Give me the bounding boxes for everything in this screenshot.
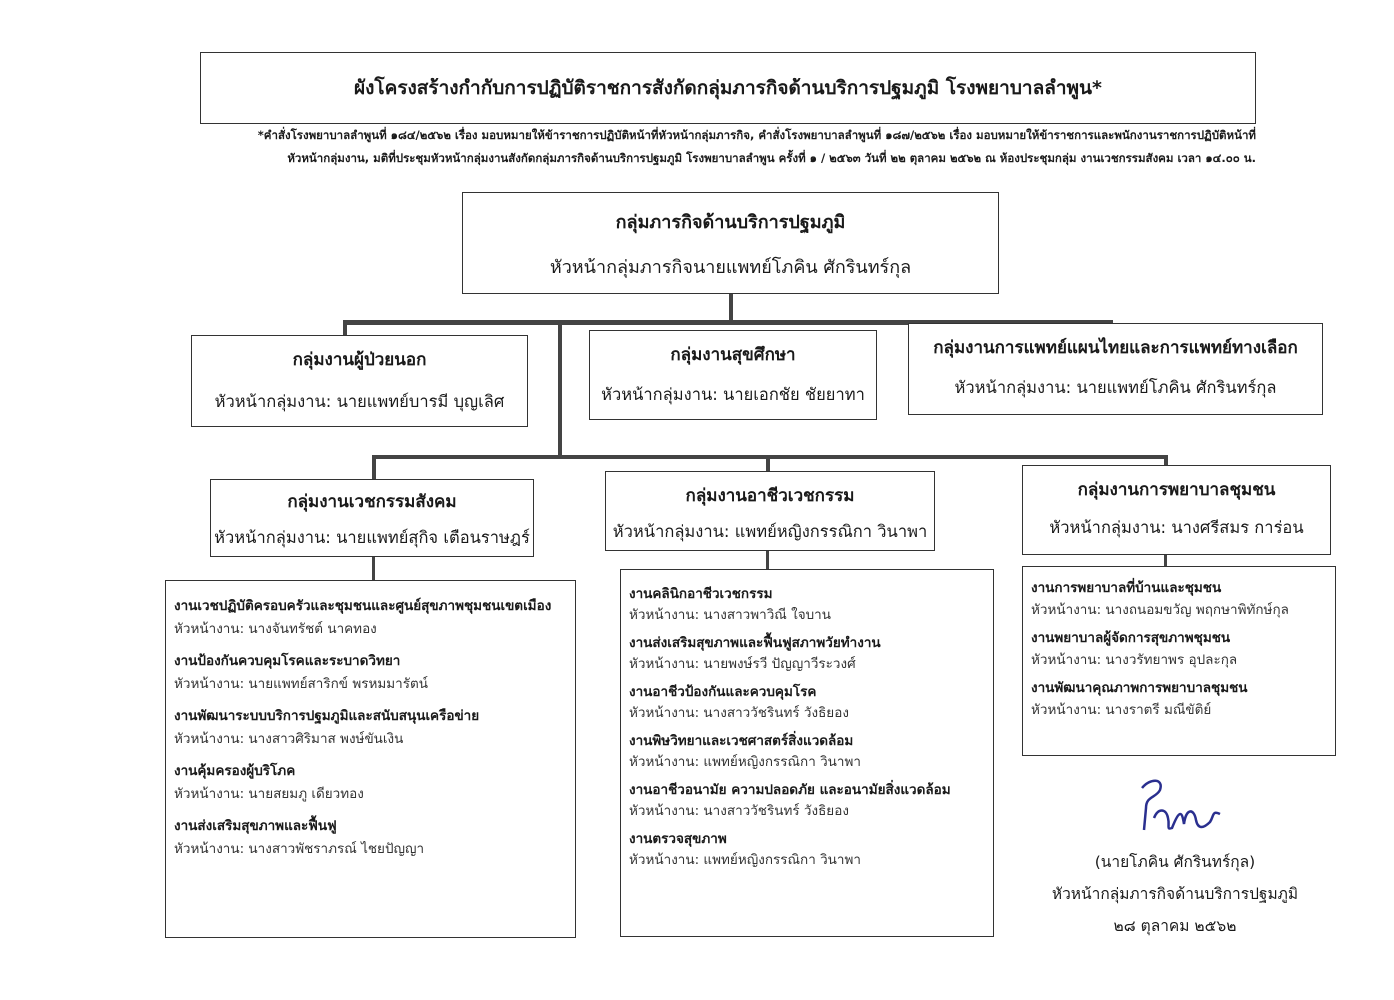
connector-row1-bar — [343, 320, 1113, 325]
unit-head: หัวหน้างาน: นางสาวศิริมาส พงษ์ขันเงิน — [174, 730, 404, 747]
signer-position: หัวหน้ากลุ่มภารกิจด้านบริการปฐมภูมิ — [1051, 885, 1299, 903]
connector-row1-left — [343, 320, 347, 336]
unit-head: หัวหน้างาน: นายสยมภู เดียวทอง — [174, 785, 364, 802]
unit-list-community-nursing: งานการพยาบาลที่บ้านและชุมชนหัวหน้างาน: น… — [1022, 566, 1336, 756]
top-group-box: กลุ่มภารกิจด้านบริการปฐมภูมิ หัวหน้ากลุ่… — [462, 192, 999, 294]
unit-item: งานเวชปฏิบัติครอบครัวและชุมชนและศูนย์สุข… — [174, 595, 565, 640]
group-head: หัวหน้ากลุ่มงาน: นางศรีสมร การ่อน — [1049, 518, 1304, 537]
unit-name: งานคลินิกอาชีวเวชกรรม — [629, 586, 773, 602]
unit-name: งานการพยาบาลที่บ้านและชุมชน — [1031, 580, 1222, 596]
top-group-name: กลุ่มภารกิจด้านบริการปฐมภูมิ — [615, 212, 846, 233]
connector-list-mid — [766, 550, 769, 570]
top-group-head: หัวหน้ากลุ่มภารกิจนายแพทย์โภคิน ศักรินทร… — [549, 257, 912, 278]
unit-item: งานพยาบาลผู้จัดการสุขภาพชุมชนหัวหน้างาน:… — [1031, 627, 1325, 671]
group-box-outpatient: กลุ่มงานผู้ป่วยนอก หัวหน้ากลุ่มงาน: นายแ… — [191, 335, 528, 427]
unit-item: งานพัฒนาคุณภาพการพยาบาลชุมชนหัวหน้างาน: … — [1031, 677, 1325, 721]
group-head: หัวหน้ากลุ่มงาน: นายเอกชัย ชัยยาทา — [601, 385, 865, 404]
connector-list-right — [1164, 555, 1167, 567]
unit-item: งานคุ้มครองผู้บริโภคหัวหน้างาน: นายสยมภู… — [174, 760, 565, 805]
chart-title-box: ผังโครงสร้างกำกับการปฏิบัติราชการสังกัดก… — [200, 52, 1256, 124]
unit-name: งานป้องกันควบคุมโรคและระบาดวิทยา — [174, 653, 401, 669]
unit-head: หัวหน้างาน: แพทย์หญิงกรรณิกา วินาพา — [629, 852, 861, 868]
unit-list-social-medicine: งานเวชปฏิบัติครอบครัวและชุมชนและศูนย์สุข… — [165, 580, 576, 938]
connector-row2-right — [1164, 455, 1168, 467]
unit-name: งานอาชีวป้องกันและควบคุมโรค — [629, 684, 817, 700]
unit-item: งานอาชีวป้องกันและควบคุมโรคหัวหน้างาน: น… — [629, 682, 983, 724]
unit-head: หัวหน้างาน: นางสาวพาวิณี ใจบาน — [629, 607, 831, 623]
unit-head: หัวหน้างาน: แพทย์หญิงกรรณิกา วินาพา — [629, 754, 861, 770]
unit-name: งานพิษวิทยาและเวชศาสตร์สิ่งแวดล้อม — [629, 733, 854, 749]
unit-head: หัวหน้างาน: นางสาววัชรินทร์ วังธิยอง — [629, 705, 849, 721]
connector-spine — [558, 320, 562, 458]
group-head: หัวหน้ากลุ่มงาน: นายแพทย์สุกิจ เตือนราษฎ… — [214, 528, 530, 547]
chart-title: ผังโครงสร้างกำกับการปฏิบัติราชการสังกัดก… — [354, 77, 1102, 99]
group-box-occupational-medicine: กลุ่มงานอาชีวเวชกรรม หัวหน้ากลุ่มงาน: แพ… — [605, 471, 935, 551]
group-name: กลุ่มงานผู้ป่วยนอก — [292, 350, 427, 370]
unit-head: หัวหน้างาน: นางราตรี มณีขัติย์ — [1031, 702, 1212, 718]
group-name: กลุ่มงานการแพทย์แผนไทยและการแพทย์ทางเลือ… — [933, 338, 1298, 358]
unit-name: งานส่งเสริมสุขภาพและฟื้นฟูสภาพวัยทำงาน — [629, 635, 881, 651]
group-box-community-nursing: กลุ่มงานการพยาบาลชุมชน หัวหน้ากลุ่มงาน: … — [1022, 465, 1331, 555]
unit-head: หัวหน้างาน: นางจันทรัชต์ นาคทอง — [174, 620, 377, 637]
unit-head: หัวหน้างาน: นายพงษ์รวี ปัญญาวีระวงศ์ — [629, 656, 856, 672]
unit-name: งานตรวจสุขภาพ — [629, 831, 727, 847]
group-name: กลุ่มงานสุขศึกษา — [670, 345, 796, 365]
unit-item: งานอาชีวอนามัย ความปลอดภัย และอนามัยสิ่ง… — [629, 780, 983, 822]
unit-name: งานพยาบาลผู้จัดการสุขภาพชุมชน — [1031, 630, 1231, 646]
signature-graphic — [1141, 779, 1221, 831]
signature-date: ๒๘ ตุลาคม ๒๕๖๒ — [1113, 917, 1237, 935]
group-box-health-education: กลุ่มงานสุขศึกษา หัวหน้ากลุ่มงาน: นายเอก… — [589, 330, 877, 420]
connector-list-left — [372, 556, 375, 581]
unit-item: งานส่งเสริมสุขภาพและฟื้นฟูสภาพวัยทำงานหั… — [629, 633, 983, 675]
group-box-thai-medicine: กลุ่มงานการแพทย์แผนไทยและการแพทย์ทางเลือ… — [908, 323, 1323, 415]
handwritten-signature — [1120, 768, 1230, 838]
group-name: กลุ่มงานอาชีวเวชกรรม — [685, 486, 855, 506]
group-name: กลุ่มงานเวชกรรมสังคม — [287, 492, 457, 512]
unit-item: งานส่งเสริมสุขภาพและฟื้นฟูหัวหน้างาน: นา… — [174, 815, 565, 860]
unit-name: งานพัฒนาระบบบริการปฐมภูมิและสนับสนุนเครื… — [174, 708, 480, 724]
reference-note-line-1: *คำสั่งโรงพยาบาลลำพูนที่ ๑๘๔/๒๕๖๒ เรื่อง… — [257, 128, 1256, 142]
unit-head: หัวหน้างาน: นางสาววัชรินทร์ วังธิยอง — [629, 803, 849, 819]
unit-name: งานเวชปฏิบัติครอบครัวและชุมชนและศูนย์สุข… — [174, 598, 552, 614]
signature-block: (นายโภคิน ศักรินทร์กุล) หัวหน้ากลุ่มภารก… — [1030, 846, 1320, 942]
unit-name: งานส่งเสริมสุขภาพและฟื้นฟู — [174, 818, 337, 834]
group-head: หัวหน้ากลุ่มงาน: นายแพทย์บารมี บุญเลิศ — [214, 392, 505, 411]
unit-name: งานอาชีวอนามัย ความปลอดภัย และอนามัยสิ่ง… — [629, 782, 951, 798]
group-name: กลุ่มงานการพยาบาลชุมชน — [1077, 480, 1276, 500]
unit-item: งานการพยาบาลที่บ้านและชุมชนหัวหน้างาน: น… — [1031, 577, 1325, 621]
unit-item: งานพิษวิทยาและเวชศาสตร์สิ่งแวดล้อมหัวหน้… — [629, 731, 983, 773]
signer-name: (นายโภคิน ศักรินทร์กุล) — [1094, 853, 1256, 871]
unit-name: งานคุ้มครองผู้บริโภค — [174, 763, 296, 779]
unit-name: งานพัฒนาคุณภาพการพยาบาลชุมชน — [1031, 680, 1248, 696]
unit-item: งานป้องกันควบคุมโรคและระบาดวิทยาหัวหน้าง… — [174, 650, 565, 695]
unit-item: งานพัฒนาระบบบริการปฐมภูมิและสนับสนุนเครื… — [174, 705, 565, 750]
unit-item: งานตรวจสุขภาพหัวหน้างาน: แพทย์หญิงกรรณิก… — [629, 829, 983, 871]
reference-note-line-2: หัวหน้ากลุ่มงาน, มติที่ประชุมหัวหน้ากลุ่… — [287, 151, 1256, 165]
unit-list-occupational-medicine: งานคลินิกอาชีวเวชกรรมหัวหน้างาน: นางสาวพ… — [620, 569, 994, 937]
group-head: หัวหน้ากลุ่มงาน: แพทย์หญิงกรรณิกา วินาพา — [612, 522, 928, 541]
group-head: หัวหน้ากลุ่มงาน: นายแพทย์โภคิน ศักรินทร์… — [954, 378, 1277, 397]
unit-item: งานคลินิกอาชีวเวชกรรมหัวหน้างาน: นางสาวพ… — [629, 584, 983, 626]
connector-top-down — [729, 293, 733, 323]
connector-row2-mid — [766, 455, 770, 473]
group-box-social-medicine: กลุ่มงานเวชกรรมสังคม หัวหน้ากลุ่มงาน: นา… — [210, 479, 534, 557]
unit-head: หัวหน้างาน: นางถนอมขวัญ พฤกษาพิทักษ์กุล — [1031, 602, 1289, 618]
connector-row2-left — [372, 455, 376, 481]
unit-head: หัวหน้างาน: นางสาวพัชราภรณ์ ไชยปัญญา — [174, 840, 425, 857]
unit-head: หัวหน้างาน: นายแพทย์สาริกข์ พรหมมารัตน์ — [174, 675, 428, 692]
unit-head: หัวหน้างาน: นางวรัทยาพร อุปละกุล — [1031, 652, 1238, 668]
reference-note: *คำสั่งโรงพยาบาลลำพูนที่ ๑๘๔/๒๕๖๒ เรื่อง… — [200, 124, 1256, 170]
